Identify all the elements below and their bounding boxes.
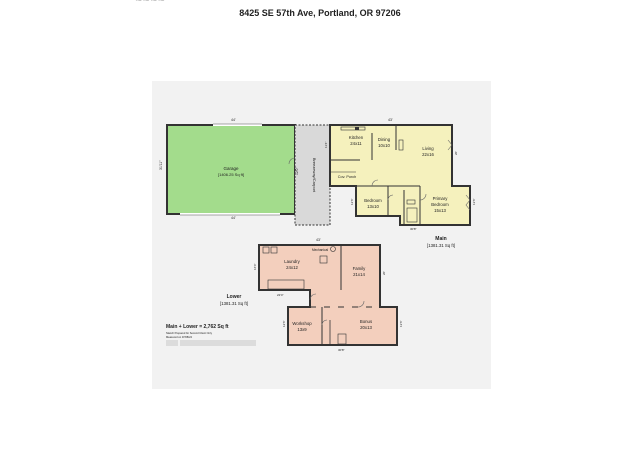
- bonus-label: Bonus: [360, 319, 372, 324]
- bonus-dims: 20x13: [360, 325, 372, 330]
- bedroom-label: Bedroom: [364, 198, 382, 203]
- living-right-dim: 20': [454, 151, 458, 155]
- mechanical-label: Mechanical: [312, 248, 328, 252]
- mechanical-unit: [319, 255, 328, 264]
- lower-bottom-dim: 30'8": [338, 348, 345, 352]
- garage-width-top: 44': [231, 118, 236, 122]
- garage-width-bottom: 44': [231, 216, 236, 220]
- bonus-right-dim: 13'6": [399, 320, 403, 327]
- primary-bedroom-label-2: Bedroom: [431, 202, 449, 207]
- laundry-left-dim: 16'4": [253, 263, 257, 270]
- kitchen-label: Kitchen: [349, 135, 364, 140]
- main-left-dim: 11'4": [324, 142, 328, 148]
- lower-width-dim: 43': [316, 238, 321, 242]
- lower-floor-outline: [258, 244, 398, 346]
- primary-window-right: [465, 194, 471, 211]
- porch-label: Cov. Porch: [338, 175, 357, 179]
- main-floor-outline: [329, 124, 471, 226]
- total-area-summary: Main + Lower = 2,762 Sq ft: [166, 324, 229, 330]
- main-door-arc-3: [387, 194, 394, 201]
- garage-label: Garage: [223, 166, 239, 171]
- main-floor-name: Main: [435, 236, 446, 242]
- dining-dims: 10x10: [378, 143, 390, 148]
- bedroom-left-dim: 12'6": [350, 198, 354, 205]
- family-dims: 21x14: [353, 272, 365, 277]
- breezeway-area: [294, 124, 331, 226]
- garage-depth-left: 31'11": [159, 160, 163, 170]
- laundry-machine-1: [262, 246, 270, 254]
- lower-stairs: [267, 279, 305, 290]
- main-bottom-dim: 30'8": [410, 227, 417, 231]
- primary-right-dim: 13'6": [472, 198, 476, 205]
- kitchen-stove: [355, 127, 359, 130]
- workshop-left-dim: 12'6": [282, 320, 286, 327]
- lower-door-arc-1: [309, 293, 317, 301]
- logo-watermark: ~~~~: [135, 0, 166, 6]
- lower-floor-name: Lower: [227, 294, 242, 300]
- lower-door-arc-3: [321, 319, 328, 326]
- living-label: Living: [422, 146, 434, 151]
- dining-label: Dining: [378, 137, 391, 142]
- kitchen-dims: 24x11: [350, 141, 362, 146]
- lower-floor-area: [1381.31 Sq ft]: [220, 301, 248, 306]
- breezeway-dim: 12'0": [295, 166, 299, 175]
- laundry-machine-2: [270, 246, 278, 254]
- family-right-dim: 20': [382, 271, 386, 275]
- main-door-arc-2: [419, 193, 427, 201]
- bath-fixture: [406, 199, 416, 205]
- page-title: 8425 SE 57th Ave, Portland, OR 97206: [239, 8, 401, 18]
- laundry-dims: 24x12: [286, 265, 298, 270]
- bedroom-dims: 13x10: [367, 204, 379, 209]
- main-floor-area: [1381.31 Sq ft]: [427, 243, 455, 248]
- main-door-arc-1: [371, 179, 379, 187]
- lower-mid-dim: 22'4": [277, 293, 284, 297]
- garage-side-door: [288, 157, 296, 165]
- summary-note-2: Measured on 07/08/24: [166, 335, 193, 339]
- garage-area: [1406.25 Sq ft]: [218, 172, 244, 177]
- living-fireplace: [398, 139, 404, 151]
- water-heater: [330, 246, 336, 252]
- summary-note-1: Sketch Prepared for Second Client Only: [166, 331, 213, 335]
- primary-bedroom-dims: 15x13: [434, 208, 446, 213]
- workshop-storage: [337, 333, 347, 345]
- laundry-label: Laundry: [284, 259, 300, 264]
- summary-fineprint: [166, 340, 256, 346]
- lower-door-arc-2: [357, 300, 365, 308]
- living-window-right: [447, 139, 453, 151]
- main-width-dim: 43': [388, 118, 393, 122]
- primary-bedroom-label: Primary: [433, 196, 449, 201]
- bath-tub: [406, 207, 418, 223]
- workshop-dims: 13x9: [297, 327, 307, 332]
- garage-room: [166, 124, 296, 215]
- living-dims: 22x16: [422, 152, 434, 157]
- workshop-label: Workshop: [292, 321, 312, 326]
- kitchen-counter: [340, 126, 366, 131]
- breezeway-label: Breezeway/Carport: [312, 158, 317, 193]
- family-label: Family: [353, 266, 367, 271]
